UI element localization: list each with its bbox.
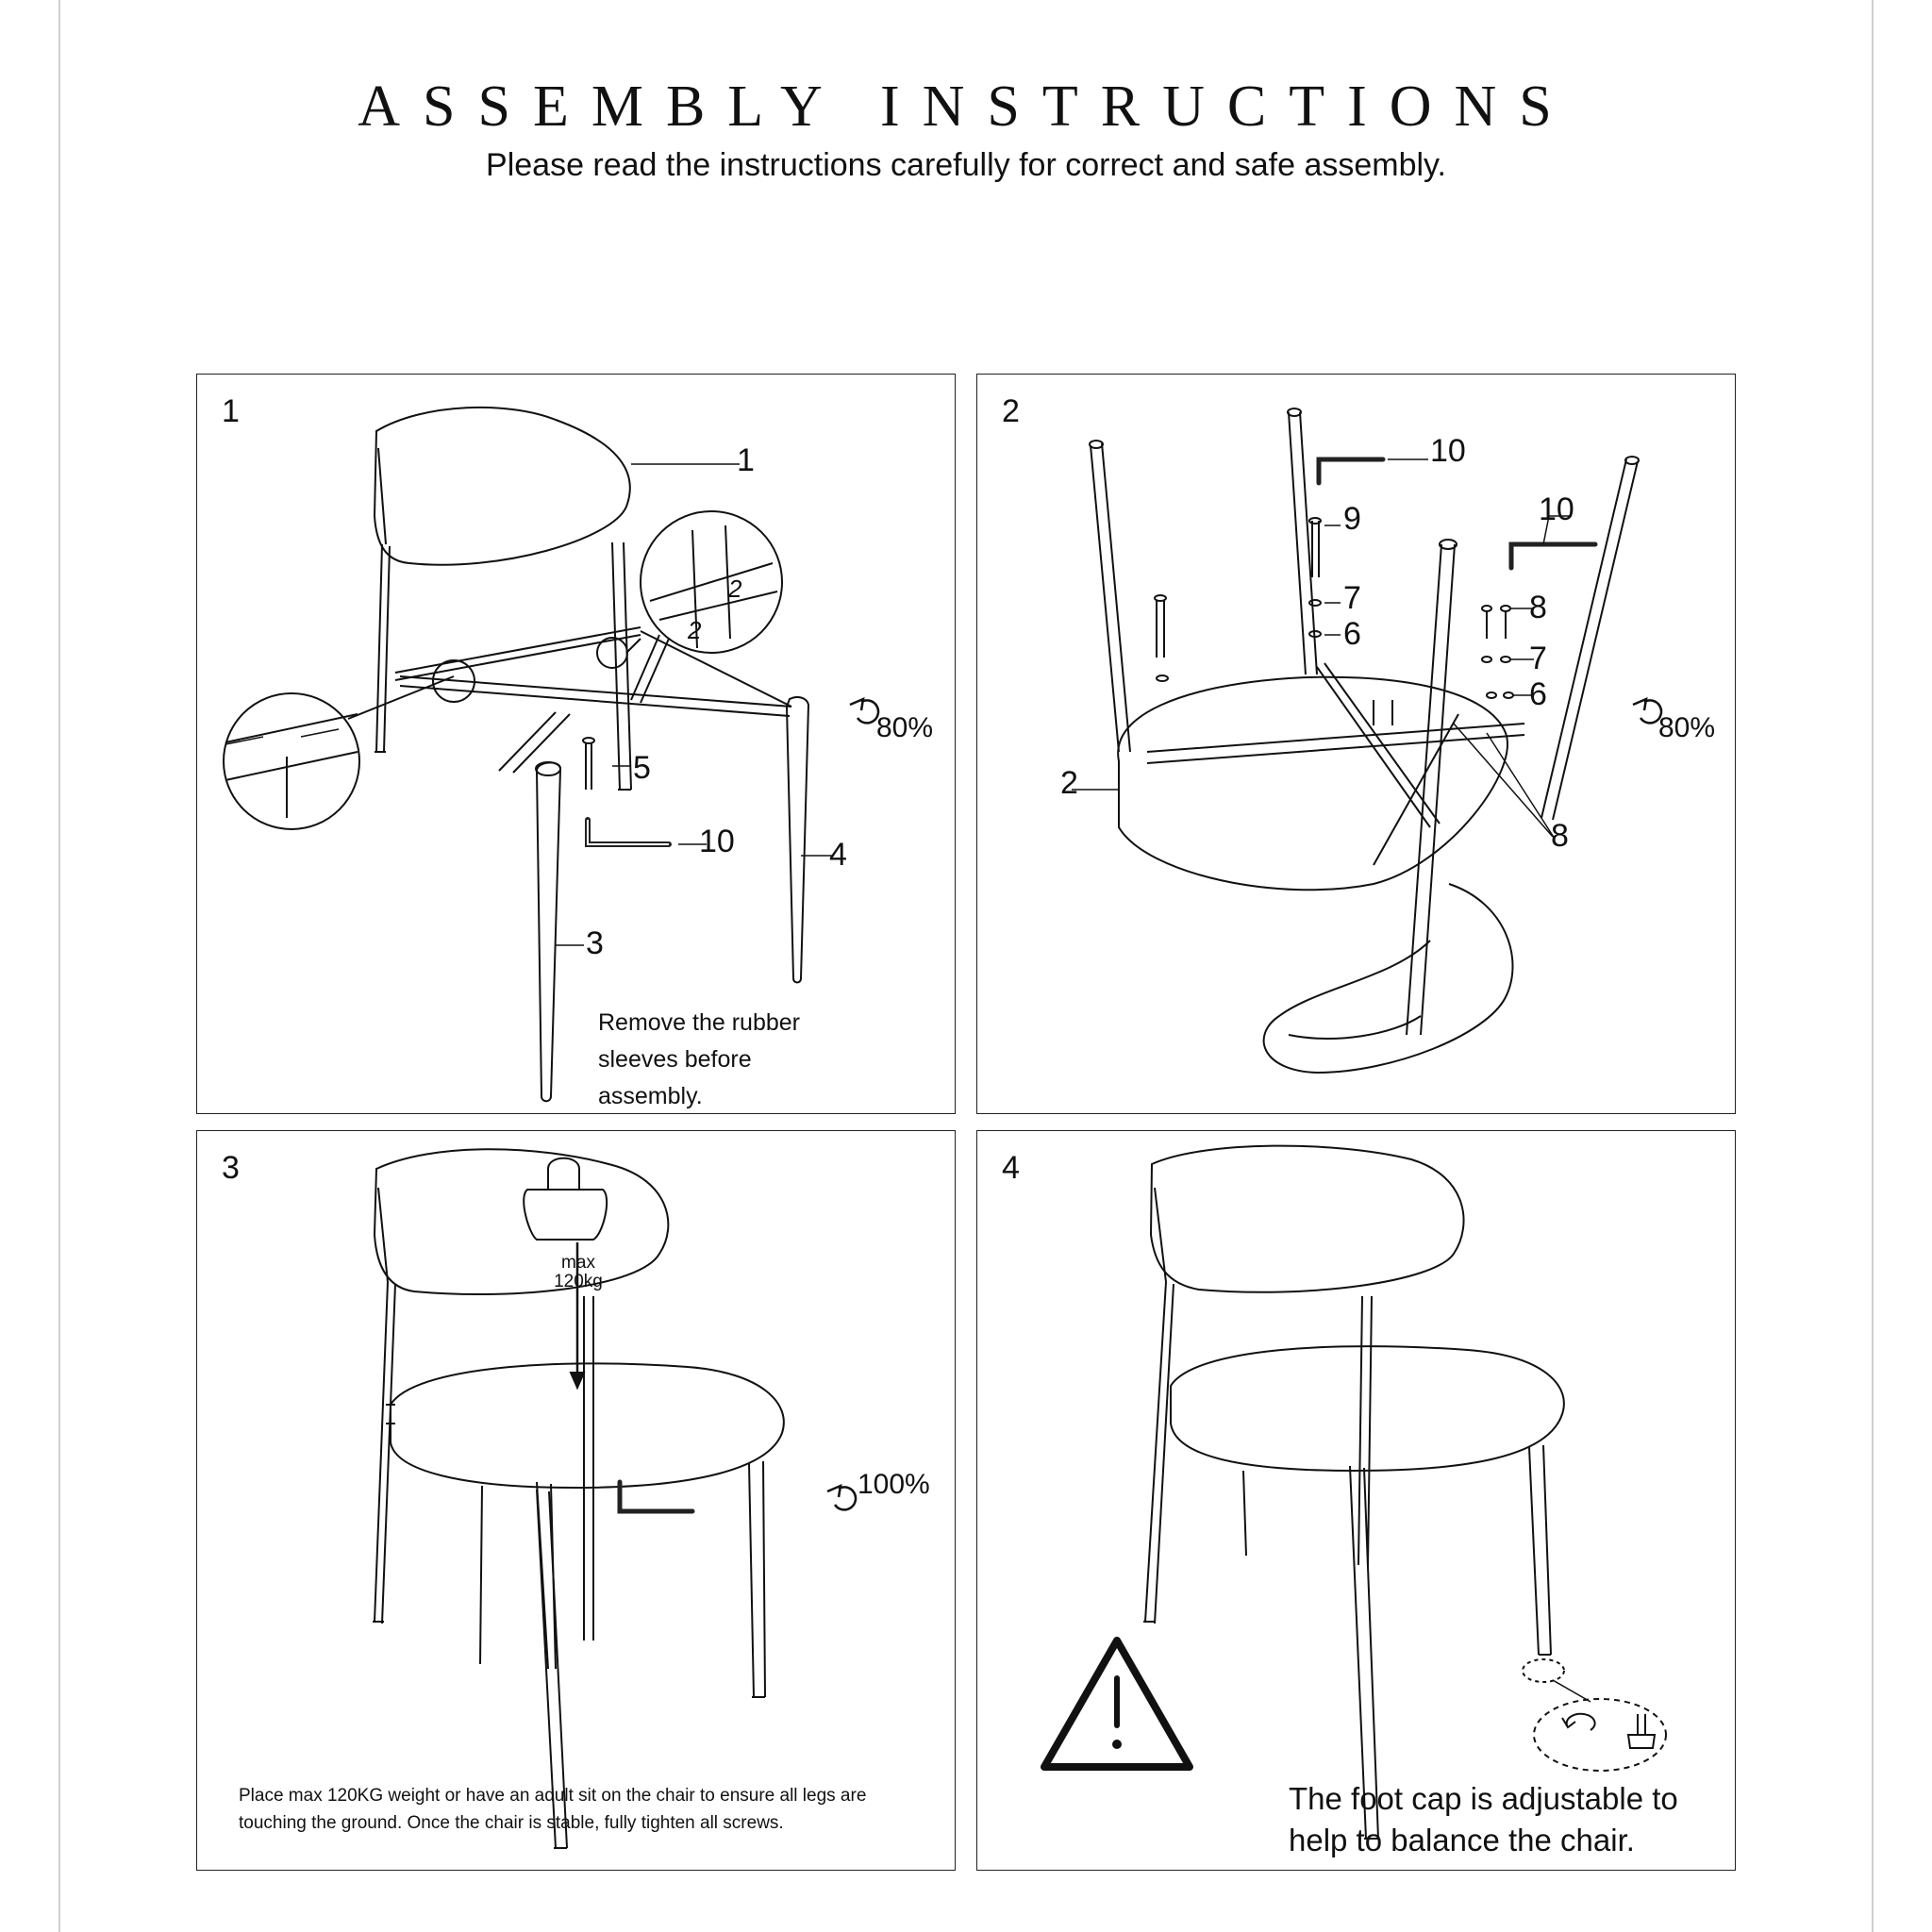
allen-key xyxy=(1508,541,1598,571)
rotate-icon xyxy=(1639,699,1663,724)
allen-key xyxy=(1316,457,1386,486)
leg xyxy=(1090,442,1131,753)
tighten-percent: 80% xyxy=(876,712,934,743)
detail-circle-right xyxy=(640,510,783,654)
part-label: 7 xyxy=(1343,580,1361,616)
backrest xyxy=(1262,883,1514,1074)
step-2-panel: 2 xyxy=(976,374,1736,1114)
part-label: 1 xyxy=(737,442,755,478)
allen-key xyxy=(585,817,672,847)
weight xyxy=(523,1189,608,1241)
leg xyxy=(1528,1444,1552,1656)
backrest xyxy=(1149,1144,1465,1293)
detail-label: 2 xyxy=(728,575,742,603)
back-leg-right xyxy=(611,541,632,791)
step-note: Remove the rubber sleeves before assembl… xyxy=(598,1009,801,1109)
tighten-percent: 100% xyxy=(858,1469,930,1500)
part-label: 3 xyxy=(586,925,604,961)
part-label: 10 xyxy=(699,824,735,859)
page-title: ASSEMBLY INSTRUCTIONS xyxy=(358,75,1574,139)
part-label: 2 xyxy=(1060,765,1078,801)
back-leg-left xyxy=(375,543,391,753)
screw-9 xyxy=(1311,521,1320,577)
step-note: Place max 120KG weight or have an adult … xyxy=(239,1786,867,1833)
step-number: 1 xyxy=(222,393,240,429)
seat xyxy=(1170,1345,1565,1473)
leg xyxy=(748,1460,766,1698)
rotate-icon xyxy=(856,699,880,724)
weight-label-line: 120kg xyxy=(554,1272,603,1291)
foot-cap xyxy=(1637,1714,1646,1735)
leg xyxy=(1406,543,1456,1036)
part-label: 8 xyxy=(1551,818,1569,854)
seat xyxy=(390,1362,785,1490)
rotate-icon xyxy=(833,1486,858,1511)
screw-5 xyxy=(585,742,592,790)
part-label: 10 xyxy=(1430,433,1466,469)
step-3-illustration xyxy=(373,1148,858,1849)
part-label: 9 xyxy=(1343,501,1361,537)
warning-triangle-icon xyxy=(1041,1637,1193,1771)
part-label: 10 xyxy=(1539,491,1574,527)
weight-label-line: max xyxy=(561,1253,595,1273)
page-border-right xyxy=(1872,0,1874,1932)
part-label: 8 xyxy=(1529,590,1547,625)
part-label: 6 xyxy=(1529,676,1547,712)
leg xyxy=(1541,458,1639,821)
step-4-panel: 4 The foot cap is adjustable to help to … xyxy=(976,1130,1736,1871)
step-number: 2 xyxy=(1002,393,1020,429)
leg xyxy=(536,1489,568,1849)
step-1-illustration xyxy=(223,406,880,1103)
detail-label: 2 xyxy=(688,616,702,644)
step-number: 3 xyxy=(222,1150,240,1186)
page-subtitle: Please read the instructions carefully f… xyxy=(486,147,1446,183)
step-1-panel: 1 xyxy=(196,374,956,1114)
front-leg-4 xyxy=(785,696,810,984)
allen-key xyxy=(617,1479,695,1514)
step-2-illustration xyxy=(1072,408,1663,1074)
part-label: 6 xyxy=(1343,616,1361,652)
step-number: 4 xyxy=(1002,1150,1020,1186)
step-note: The foot cap is adjustable to help to ba… xyxy=(1289,1781,1678,1857)
rotate-arrow xyxy=(1565,1712,1596,1731)
part-label: 4 xyxy=(829,837,847,873)
tighten-percent: 80% xyxy=(1658,712,1716,743)
seat xyxy=(1117,675,1508,891)
backrest xyxy=(373,1148,670,1295)
page-border-left xyxy=(58,0,60,1932)
part-label: 5 xyxy=(633,750,651,786)
side-rail xyxy=(394,626,641,681)
detail-circle-left xyxy=(223,692,360,830)
step-3-panel: 3 max 120kg 100% Place max 120KG weight … xyxy=(196,1130,956,1871)
step-4-illustration xyxy=(1041,1144,1667,1840)
front-leg-3 xyxy=(498,711,571,774)
part-label: 7 xyxy=(1529,641,1547,676)
backrest xyxy=(373,406,631,566)
weight-label: max 120kg xyxy=(537,1254,620,1291)
leg xyxy=(1349,1465,1379,1840)
